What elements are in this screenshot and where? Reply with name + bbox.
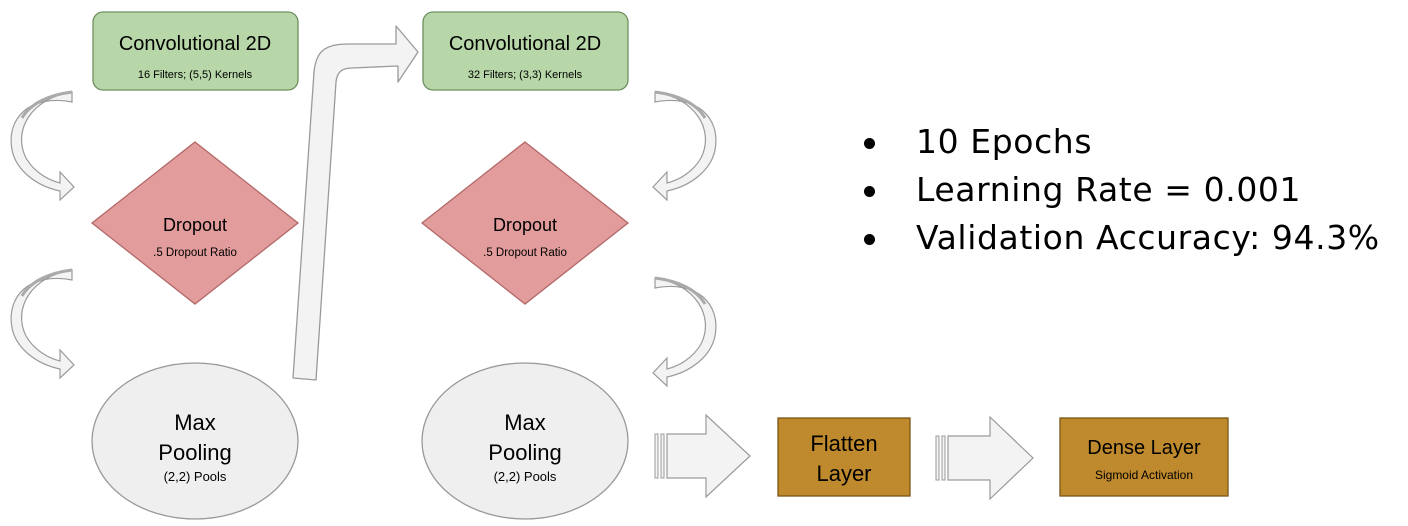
dense-subtitle: Sigmoid Activation: [1095, 468, 1193, 482]
flatten-line2: Layer: [816, 461, 871, 486]
maxpool-node-1: Max Pooling (2,2) Pools: [91, 362, 299, 520]
training-summary-list: 10 Epochs Learning Rate = 0.001 Validati…: [858, 118, 1380, 262]
maxpool-1-line1: Max: [174, 410, 216, 435]
conv2d-1-subtitle: 16 Filters; (5,5) Kernels: [138, 69, 253, 81]
bullet-dot-icon: [864, 186, 875, 197]
conv2d-1-title: Convolutional 2D: [119, 33, 271, 55]
bullet-item-learning-rate: Learning Rate = 0.001: [858, 166, 1380, 214]
dropout-1-subtitle: .5 Dropout Ratio: [153, 247, 237, 259]
block-arrow-maxpool2-to-flatten: [654, 413, 751, 499]
bullet-dot-icon: [864, 138, 875, 149]
curved-arrow-dropout1-to-maxpool1: [10, 268, 75, 380]
curved-arrow-dropout2-to-maxpool2: [652, 276, 717, 388]
curved-arrow-conv1-to-dropout1: [10, 90, 75, 202]
bullet-item-validation-accuracy: Validation Accuracy: 94.3%: [858, 214, 1380, 262]
curved-arrow-conv2-to-dropout2: [652, 90, 717, 202]
bullet-dot-icon: [864, 234, 875, 245]
dropout-2-title: Dropout: [493, 215, 557, 235]
maxpool-2-line1: Max: [504, 410, 546, 435]
bent-arrow-maxpool1-to-conv2: [292, 25, 419, 381]
bullet-text-validation-accuracy: Validation Accuracy: 94.3%: [916, 218, 1380, 257]
dense-layer-node: Dense Layer Sigmoid Activation: [1059, 417, 1229, 497]
bullet-text-learning-rate: Learning Rate = 0.001: [916, 170, 1302, 209]
block-arrow-flatten-to-dense: [935, 415, 1034, 501]
flatten-line1: Flatten: [810, 431, 877, 456]
dropout-node-2: Dropout .5 Dropout Ratio: [420, 141, 630, 305]
conv2d-node-2: Convolutional 2D 32 Filters; (3,3) Kerne…: [422, 11, 629, 91]
conv2d-node-1: Convolutional 2D 16 Filters; (5,5) Kerne…: [92, 11, 299, 91]
conv2d-2-title: Convolutional 2D: [449, 33, 601, 55]
conv2d-2-subtitle: 32 Filters; (3,3) Kernels: [468, 69, 583, 81]
bullet-item-epochs: 10 Epochs: [858, 118, 1380, 166]
dropout-node-1: Dropout .5 Dropout Ratio: [90, 141, 300, 305]
maxpool-1-subtitle: (2,2) Pools: [164, 469, 227, 484]
dense-title: Dense Layer: [1087, 437, 1201, 459]
maxpool-node-2: Max Pooling (2,2) Pools: [421, 362, 629, 520]
flatten-layer-node: Flatten Layer: [777, 417, 911, 497]
dropout-2-subtitle: .5 Dropout Ratio: [483, 247, 567, 259]
maxpool-1-line2: Pooling: [158, 440, 231, 465]
dropout-1-title: Dropout: [163, 215, 227, 235]
bullet-text-epochs: 10 Epochs: [916, 122, 1093, 161]
maxpool-2-subtitle: (2,2) Pools: [494, 469, 557, 484]
maxpool-2-line2: Pooling: [488, 440, 561, 465]
